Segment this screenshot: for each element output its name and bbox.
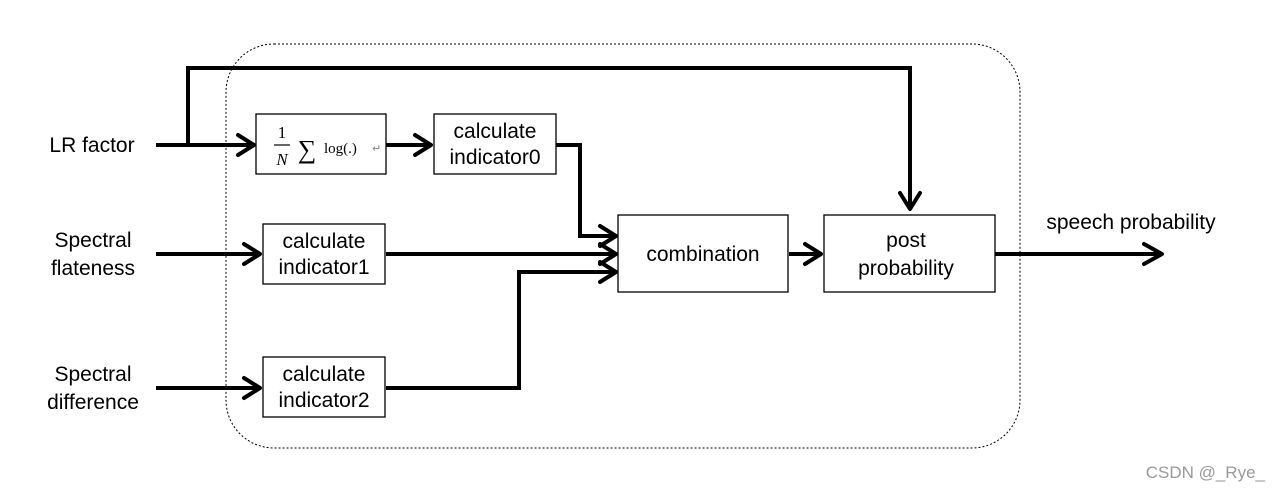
arrowhead-post-probability-top [898,191,922,211]
indicator2-block: calculate indicator2 [262,356,386,418]
arrowhead-indicator2 [242,376,262,400]
output-label: speech probability [1046,211,1216,234]
input-label-flatness-line2: flateness [51,257,135,280]
input-label-flatness-line1: Spectral [54,229,131,252]
fraction-denominator: N [275,150,289,169]
indicator0-line2: indicator0 [449,146,540,169]
arrowhead-output [1142,242,1164,266]
arrowhead-mean-log [236,133,256,157]
arrowhead-combination-3 [598,260,618,284]
arrowhead-indicator1 [242,242,262,266]
indicator1-line1: calculate [283,230,366,253]
post-probability-line2: probability [858,257,954,280]
indicator0-block: calculate indicator0 [433,113,557,175]
mean-log-block: 1 N ∑ log(.) ↵ [255,113,387,175]
log-function: log(.) [324,141,357,157]
summation-symbol: ∑ [298,135,317,164]
indicator1-line2: indicator1 [278,256,369,279]
arrowhead-combination-1 [598,224,618,248]
arrowhead-post-probability [803,242,823,266]
indicator1-block: calculate indicator1 [262,223,386,285]
post-probability-line1: post [886,229,926,252]
indicator2-line2: indicator2 [278,389,369,412]
input-label-difference-line2: difference [47,391,139,414]
post-probability-block: post probability [823,214,996,293]
combination-block: combination [617,214,789,293]
module-boundary [225,43,1021,449]
wire-indicator0-to-combination [556,143,614,238]
wire-lr-factor-bypass [186,66,912,207]
indicator2-line1: calculate [283,363,366,386]
input-label-difference-line1: Spectral [54,363,131,386]
indicator0-line1: calculate [454,120,537,143]
arrowhead-combination-2 [598,242,618,266]
combination-label: combination [646,243,759,266]
wire-indicator2-to-combination [386,270,614,390]
watermark: CSDN @_Rye_ [1146,463,1266,482]
input-label-lr-factor: LR factor [49,134,134,157]
return-mark: ↵ [372,142,381,155]
arrowhead-indicator0 [413,133,433,157]
fraction-numerator: 1 [278,123,287,142]
